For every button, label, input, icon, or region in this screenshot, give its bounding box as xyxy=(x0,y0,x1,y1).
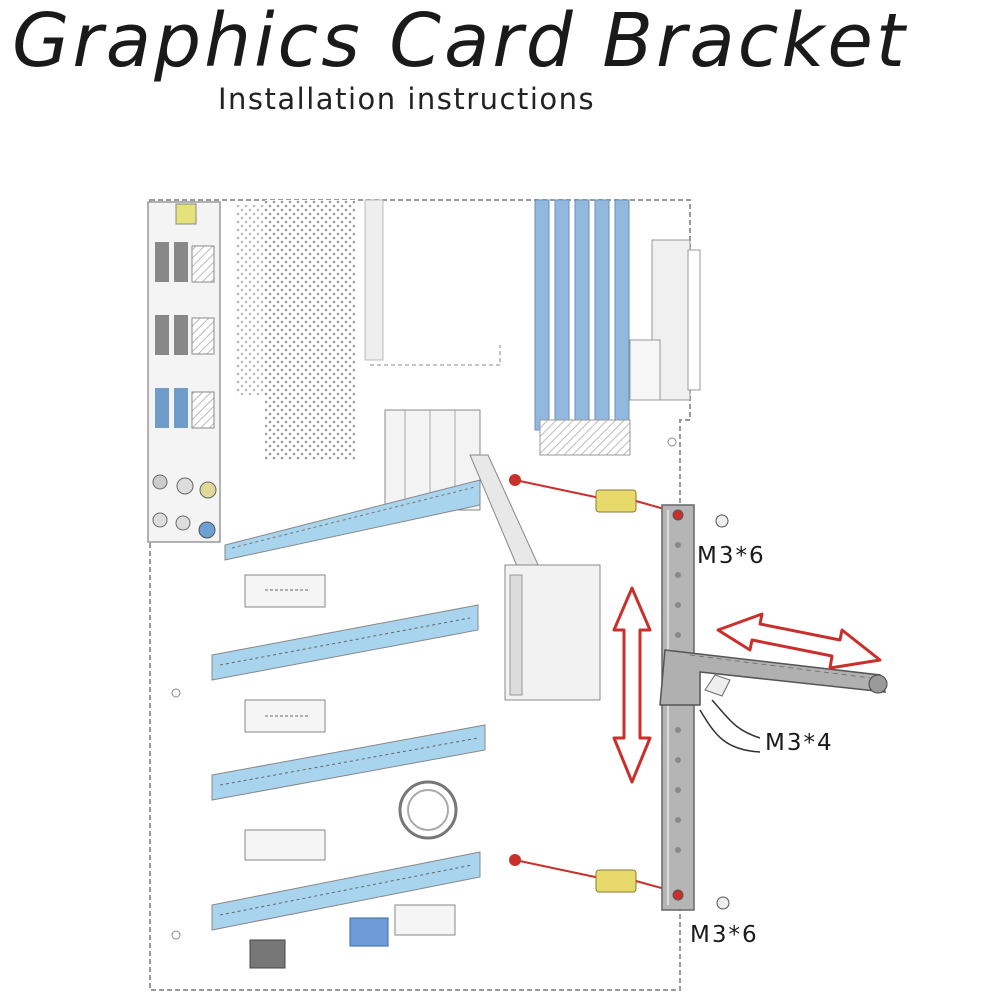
label-screw-bottom: M3*6 xyxy=(690,922,759,948)
chipset-block-1 xyxy=(245,575,325,607)
label-screw-top: M3*6 xyxy=(697,543,766,569)
chipset-block-2 xyxy=(245,700,325,732)
io-panel xyxy=(148,202,220,542)
ram-slots xyxy=(535,200,630,455)
label-screw-middle: M3*4 xyxy=(765,730,834,756)
cmos-battery xyxy=(400,782,456,838)
chipset-block-3 xyxy=(245,830,325,860)
support-bracket xyxy=(662,505,694,910)
